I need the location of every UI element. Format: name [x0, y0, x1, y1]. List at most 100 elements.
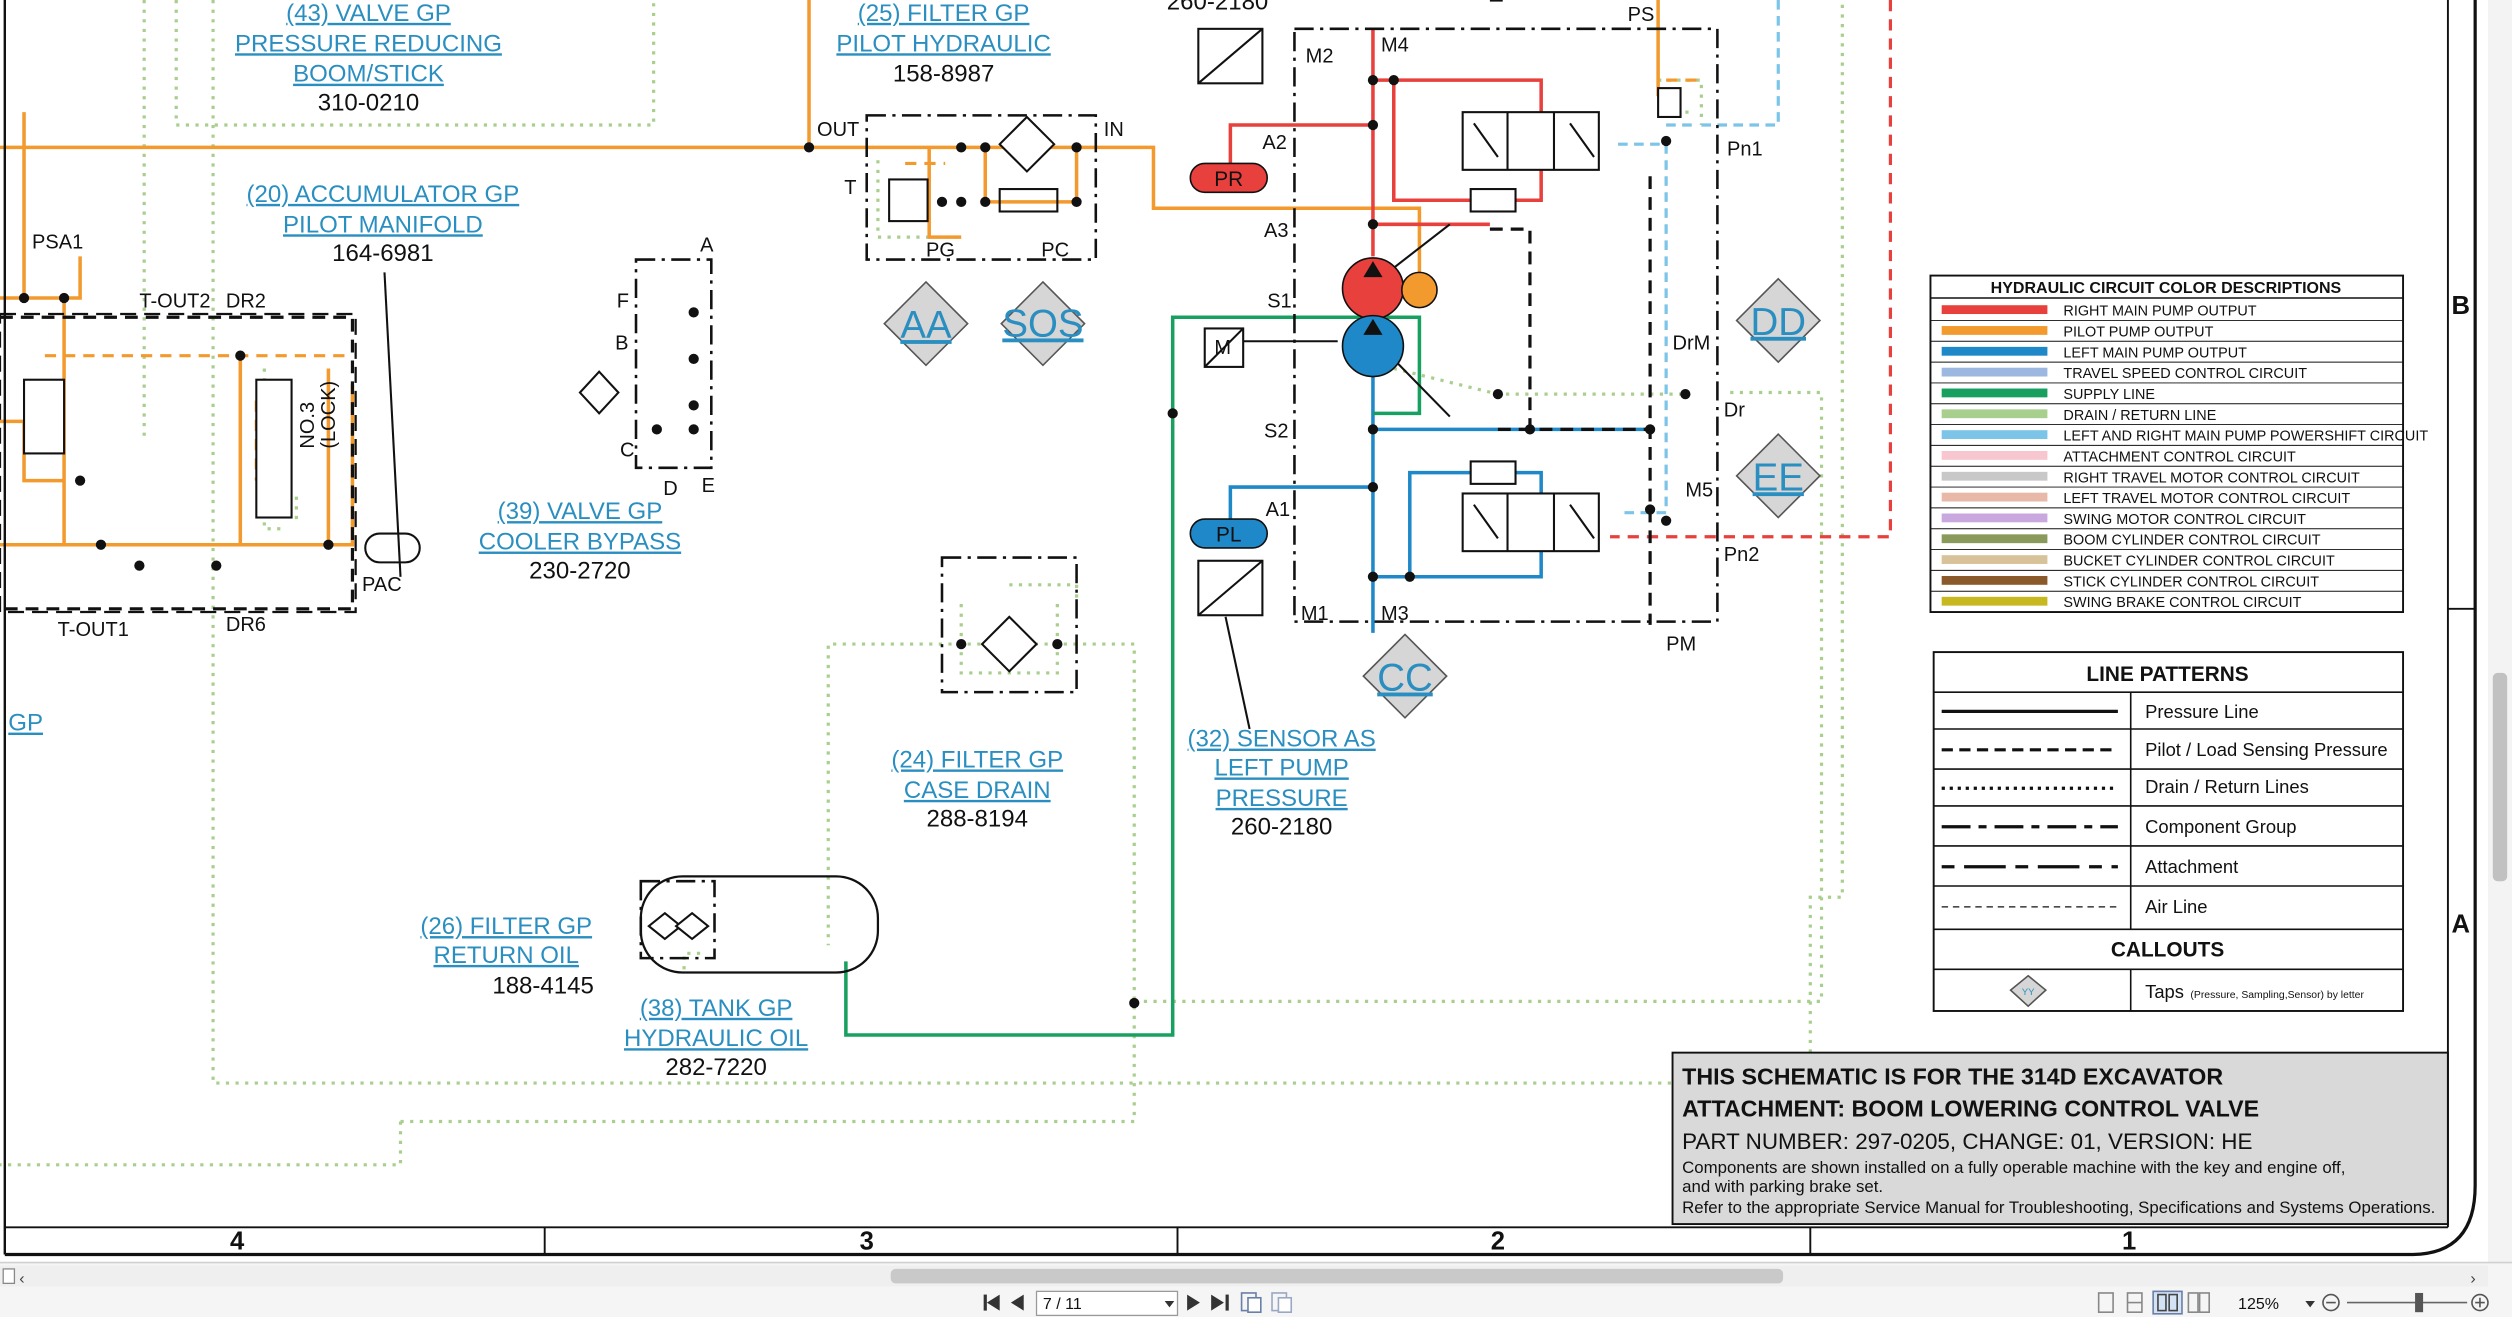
lbl-d: D [663, 478, 677, 500]
legend-label: BUCKET CYLINDER CONTROL CIRCUIT [2063, 554, 2335, 570]
color-legend: HYDRAULIC CIRCUIT COLOR DESCRIPTIONS RIG… [1929, 274, 2428, 613]
tap-pl-label: PL [1216, 524, 1241, 547]
c20-name1[interactable]: (20) ACCUMULATOR GP [247, 181, 520, 208]
two-page-view-icon[interactable] [2152, 1290, 2183, 1315]
page-number-input[interactable] [1035, 1290, 1179, 1317]
lbl-a3: A3 [1264, 220, 1288, 242]
c32-name1[interactable]: (32) SENSOR AS [1188, 726, 1376, 753]
page-dropdown-icon[interactable] [1164, 1300, 1175, 1308]
legend-swatch [1941, 305, 2048, 315]
lbl-psa1: PSA1 [32, 231, 83, 253]
first-page-button[interactable] [980, 1291, 1002, 1313]
c20-name2[interactable]: PILOT MANIFOLD [283, 211, 483, 238]
lbl-s1: S1 [1267, 291, 1291, 313]
c38-name1[interactable]: (38) TANK GP [640, 995, 793, 1022]
lbl-m2: M2 [1306, 45, 1334, 67]
c32-name2[interactable]: LEFT PUMP [1214, 754, 1348, 781]
legend-swatch [1941, 326, 2048, 335]
horizontal-scroll-thumb[interactable] [890, 1268, 1784, 1284]
legend-row: LEFT MAIN PUMP OUTPUT [1930, 345, 2404, 363]
tap-ee[interactable]: EE [1753, 456, 1804, 499]
next-page-button[interactable] [1182, 1291, 1204, 1313]
port-labels: PSA1 T-OUT2 DR2 T-OUT1 DR6 NO.3 (LOCK) P… [32, 4, 1763, 656]
legend-swatch [1941, 575, 2048, 585]
copy-page-icon[interactable] [1271, 1292, 1293, 1313]
legend-row: STICK CYLINDER CONTROL CIRCUIT [1930, 574, 2404, 592]
c39-name1[interactable]: (39) VALVE GP [498, 498, 663, 525]
c32-name3[interactable]: PRESSURE [1216, 785, 1348, 812]
zoom-in-button[interactable] [2471, 1293, 2489, 1312]
lbl-lock: (LOCK) [318, 381, 340, 449]
legend-row: SWING MOTOR CONTROL CIRCUIT [1930, 512, 2404, 530]
callouts-title: CALLOUTS [2111, 939, 2224, 962]
c38-name2[interactable]: HYDRAULIC OIL [624, 1025, 808, 1052]
scroll-left-icon[interactable]: ‹ [19, 1269, 24, 1287]
tap-aa[interactable]: AA [900, 304, 952, 347]
vertical-scrollbar[interactable] [2487, 0, 2512, 1282]
tap-sos[interactable]: SOS [1002, 302, 1083, 345]
scroll-left-box[interactable] [2, 1268, 16, 1284]
c20-part: 164-6981 [332, 240, 433, 267]
border-col-3: 3 [860, 1228, 874, 1256]
legend-row: SWING BRAKE CONTROL CIRCUIT [1941, 595, 2302, 611]
c24-name2[interactable]: CASE DRAIN [904, 777, 1051, 804]
valve-symbols [22, 27, 1682, 941]
border-col-2: 2 [1491, 1228, 1505, 1256]
lbl-b: B [615, 332, 628, 354]
left-partial-link[interactable]: GP [8, 710, 43, 737]
drain-lines [0, 0, 1844, 1167]
lbl-a2: A2 [1262, 132, 1286, 154]
legend-swatch [1941, 471, 2048, 481]
line-patterns [1932, 651, 2405, 1012]
single-page-view-icon[interactable] [2097, 1292, 2114, 1313]
lbl-pg: PG [926, 239, 955, 261]
lp-air: Air Line [2145, 896, 2207, 917]
diagonals [383, 28, 1595, 730]
top-partial-part: 260-2180 [1167, 0, 1268, 16]
c26-name2[interactable]: RETURN OIL [434, 942, 579, 969]
ls-lines [0, 0, 1652, 625]
lp-pilot: Pilot / Load Sensing Pressure [2145, 739, 2387, 760]
tap-dd[interactable]: DD [1751, 301, 1807, 344]
c43-name3[interactable]: BOOM/STICK [293, 61, 444, 88]
tap-cc[interactable]: CC [1377, 657, 1433, 700]
c24-name1[interactable]: (24) FILTER GP [891, 746, 1063, 773]
legend-row: RIGHT MAIN PUMP OUTPUT [1930, 304, 2404, 321]
tap-legend-note: (Pressure, Sampling,Sensor) by letter [2190, 990, 2364, 1001]
scroll-right-icon[interactable]: › [2470, 1269, 2475, 1287]
lbl-pc: PC [1041, 239, 1069, 261]
legend-swatch [1941, 596, 2048, 606]
c39-part: 230-2720 [529, 557, 630, 584]
c39-name2[interactable]: COOLER BYPASS [479, 529, 681, 556]
prev-page-button[interactable] [1006, 1291, 1028, 1313]
lbl-a: A [700, 235, 714, 257]
continuous-view-icon[interactable] [2126, 1292, 2143, 1313]
zoom-out-button[interactable] [2322, 1293, 2340, 1312]
c25-name1[interactable]: (25) FILTER GP [858, 0, 1030, 27]
legend-row: RIGHT TRAVEL MOTOR CONTROL CIRCUIT [1930, 470, 2404, 488]
c43-name1[interactable]: (43) VALVE GP [286, 0, 451, 27]
lp-component: Component Group [2145, 816, 2296, 837]
legend-label: PILOT PUMP OUTPUT [2063, 324, 2213, 340]
line-patterns-title: LINE PATTERNS [2086, 663, 2248, 686]
legend-swatch [1941, 367, 2048, 377]
fit-page-icon[interactable] [1240, 1292, 1262, 1313]
legend-swatch [1941, 492, 2048, 502]
drawing-border [3, 0, 2477, 1257]
legend-label: ATTACHMENT CONTROL CIRCUIT [2063, 449, 2296, 465]
title-line4: Components are shown installed on a full… [1682, 1158, 2345, 1177]
horizontal-scrollbar[interactable]: ‹ › [0, 1265, 2488, 1288]
zoom-level[interactable]: 125% [2238, 1295, 2279, 1313]
last-page-button[interactable] [1208, 1291, 1230, 1313]
two-page-continuous-icon[interactable] [2187, 1292, 2211, 1313]
vertical-scroll-thumb[interactable] [2492, 672, 2508, 882]
zoom-dropdown-icon[interactable] [2305, 1300, 2315, 1308]
zoom-slider-thumb[interactable] [2415, 1292, 2424, 1313]
c26-name1[interactable]: (26) FILTER GP [420, 913, 592, 940]
c43-name2[interactable]: PRESSURE REDUCING [235, 30, 502, 57]
lbl-motor: M [1214, 337, 1231, 359]
legend-swatch [1941, 346, 2048, 356]
c25-name2[interactable]: PILOT HYDRAULIC [836, 30, 1050, 57]
lbl-drm: DrM [1673, 332, 1711, 354]
